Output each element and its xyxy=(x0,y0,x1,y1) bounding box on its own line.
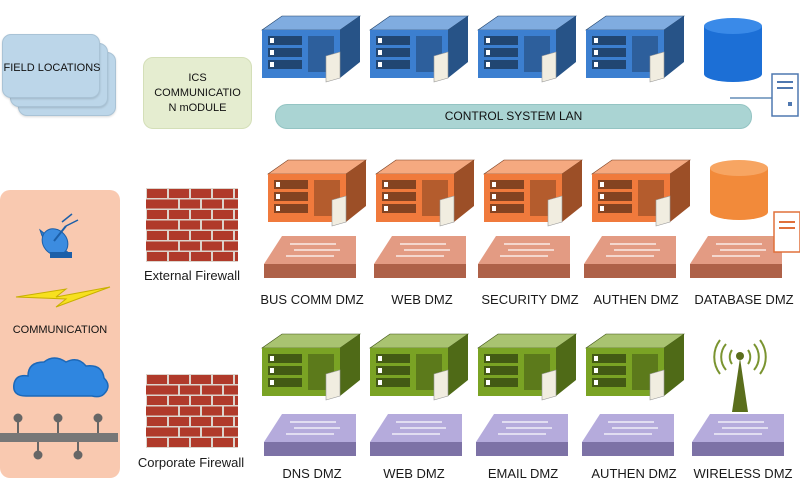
server-icon-green-2 xyxy=(369,333,469,401)
dmz-label-web-2: WEB DMZ xyxy=(383,466,445,481)
server-icon-green-3 xyxy=(477,333,577,401)
dmz-label-authen: AUTHEN DMZ xyxy=(593,292,679,307)
corporate-firewall-icon xyxy=(146,374,238,448)
server-icon-orange-1 xyxy=(267,159,367,227)
dmz-label-dns: DNS DMZ xyxy=(282,466,342,481)
ics-line-1: ICS xyxy=(188,71,207,84)
switch-icon-purple-1 xyxy=(264,414,356,456)
dmz-label-bus-comm: BUS COMM DMZ xyxy=(260,292,364,307)
server-icon-blue-4 xyxy=(585,15,685,83)
ics-line-2: COMMUNICATIO xyxy=(154,86,241,99)
external-firewall-label: External Firewall xyxy=(143,268,241,283)
switch-icon-orange-4 xyxy=(584,236,676,278)
wireless-tower-icon xyxy=(713,339,767,412)
satellite-icon xyxy=(39,213,79,258)
dmz-label-wireless: WIRELESS DMZ xyxy=(693,466,793,481)
database-icon-orange xyxy=(710,160,768,220)
ics-module-box: ICS COMMUNICATIO N mODULE xyxy=(143,57,252,129)
dmz-label-authen-2: AUTHEN DMZ xyxy=(591,466,677,481)
field-card-front xyxy=(2,34,100,98)
server-icon-blue-2 xyxy=(369,15,469,83)
switch-icon-orange-1 xyxy=(264,236,356,278)
control-system-lan-bar: CONTROL SYSTEM LAN xyxy=(275,104,752,129)
dmz-label-email: EMAIL DMZ xyxy=(487,466,559,481)
ics-line-3: N mODULE xyxy=(168,101,227,114)
switch-icon-purple-3 xyxy=(476,414,568,456)
cloud-icon xyxy=(13,357,109,398)
server-icon-green-1 xyxy=(261,333,361,401)
communication-label: COMMUNICATION xyxy=(12,324,108,336)
corporate-firewall-label: Corporate Firewall xyxy=(137,455,245,470)
switch-icon-purple-4 xyxy=(582,414,674,456)
pc-tower-icon-orange xyxy=(738,211,800,253)
server-icon-blue-3 xyxy=(477,15,577,83)
bus-network-icon xyxy=(0,413,118,460)
dmz-label-web: WEB DMZ xyxy=(391,292,453,307)
server-icon-blue-1 xyxy=(261,15,361,83)
server-icon-orange-2 xyxy=(375,159,475,227)
pc-tower-icon xyxy=(730,73,799,117)
lightning-icon xyxy=(15,286,111,308)
switch-icon-purple-2 xyxy=(370,414,462,456)
database-icon-blue xyxy=(704,18,762,82)
dmz-label-security: SECURITY DMZ xyxy=(481,292,579,307)
server-icon-orange-4 xyxy=(591,159,691,227)
switch-icon-orange-2 xyxy=(374,236,466,278)
external-firewall-icon xyxy=(146,188,238,262)
server-icon-orange-3 xyxy=(483,159,583,227)
switch-icon-orange-5 xyxy=(690,236,782,278)
field-locations-label: FIELD LOCATIONS xyxy=(3,62,101,74)
switch-icon-orange-3 xyxy=(478,236,570,278)
switch-icon-purple-5 xyxy=(692,414,784,456)
dmz-label-database: DATABASE DMZ xyxy=(694,292,794,307)
server-icon-green-4 xyxy=(585,333,685,401)
